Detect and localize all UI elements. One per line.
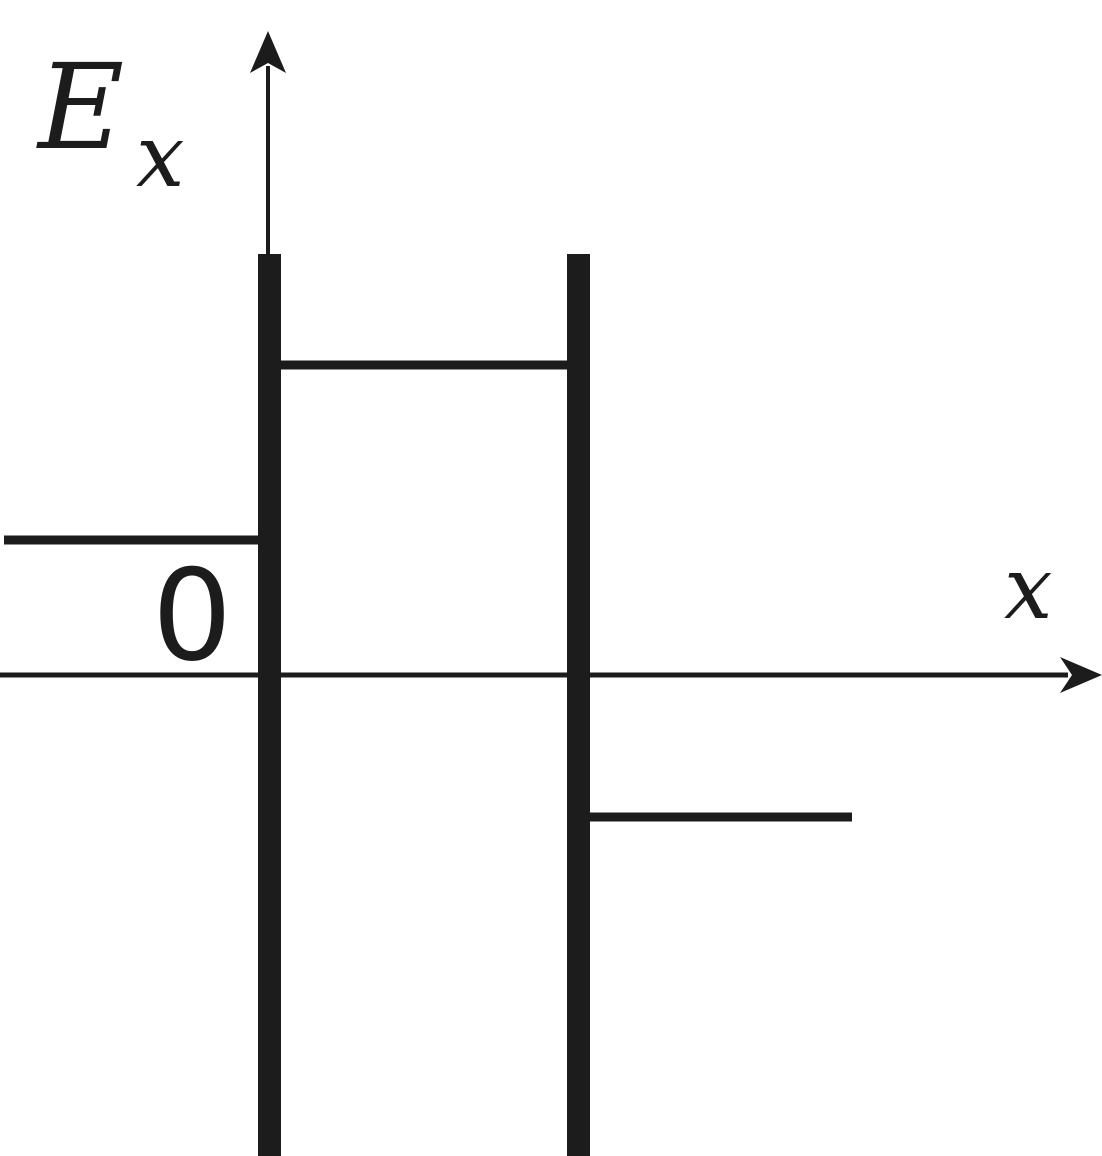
y-axis-label-subscript: x	[136, 107, 185, 207]
left-plate	[258, 254, 281, 1156]
y-axis-arrowhead-icon	[250, 31, 286, 73]
y-axis-label: E	[36, 38, 124, 176]
right-plate	[567, 254, 590, 1156]
y-axis-label-main: E	[36, 38, 124, 176]
x-axis-arrowhead-icon	[1060, 657, 1102, 693]
origin-label: 0	[152, 542, 232, 689]
x-axis-label: x	[1004, 539, 1053, 639]
